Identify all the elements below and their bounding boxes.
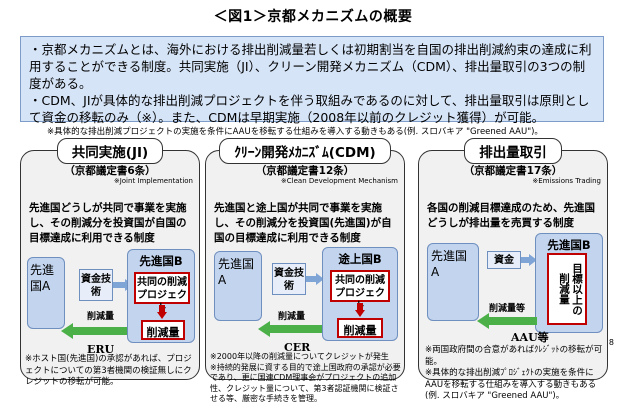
cdm-country-a-label: 先進国A <box>218 257 255 287</box>
et-credit: AAU等 <box>511 331 549 344</box>
ji-reduction: 削減量 <box>141 320 185 340</box>
et-arrow-credit <box>477 313 537 329</box>
ji-country-a: 先進国A <box>27 257 65 329</box>
cdm-country-a: 先進国A <box>214 251 262 321</box>
ji-country-b-label: 先進国B <box>139 254 183 268</box>
page-number: 8 <box>608 338 614 347</box>
cdm-project: 共同の削減プロジェクト <box>330 270 390 312</box>
cdm-subtitle: （京都議定書12条） <box>255 165 355 177</box>
cdm-english: ※Clean Development Mechanism <box>280 177 398 185</box>
et-english: ※Emissions Trading <box>532 177 601 185</box>
ji-subtitle: （京都議定書6条） <box>64 165 156 177</box>
cdm-arrow-fund <box>306 273 324 285</box>
ji-description: 先進国どうしが共同で事業を実施し、その削減分を投資国が自国の目標達成に利用できる… <box>29 202 187 244</box>
ji-panel: 共同実施(JI) （京都議定書6条） ※Joint Implementation… <box>20 138 200 387</box>
et-fund: 資金 <box>487 251 521 269</box>
et-arrow-label: 削減量等 <box>489 304 526 314</box>
cdm-reduction: 削減量 <box>337 318 383 338</box>
et-country-a: 先進国A <box>427 243 479 321</box>
ji-fund-tech: 資金技術 <box>79 269 113 301</box>
et-country-a-label: 先進国A <box>431 249 468 279</box>
et-note: ※両国政府間の合意があればｸﾚｼﾞｯﾄの移転が可能。※具体的な排出削減ﾌﾟﾛｼﾞ… <box>425 345 603 401</box>
ji-note: ※ホスト国(先進国)の承認があれば、プロジェクトについての第3者機関の検証無しに… <box>25 354 192 387</box>
cdm-title: ｸﾘｰﾝ開発ﾒｶﾆｽﾞﾑ(CDM) <box>219 138 391 164</box>
ji-title: 共同実施(JI) <box>56 138 164 164</box>
intro-line-2: ・CDM、JIが具体的な排出削減プロジェクトを伴う取組みであるのに対して、排出量… <box>29 93 590 125</box>
page-title: ＜図1＞京都メカニズムの概要 <box>213 9 413 25</box>
et-title: 排出量取引 <box>464 138 562 164</box>
cdm-arrow-credit <box>258 321 322 337</box>
et-country-b: 先進国B <box>535 233 603 333</box>
et-panel: 排出量取引 （京都議定書17条） ※Emissions Trading 各国の削… <box>418 138 608 401</box>
intro-box: ・京都メカニズムとは、海外における排出削減量若しくは初期割当を自国の排出削減約束… <box>20 36 604 137</box>
ji-credit: ERU <box>87 343 115 356</box>
cdm-arrow-label: 削減量 <box>278 312 306 322</box>
intro-line-1: ・京都メカニズムとは、海外における排出削減量若しくは初期割当を自国の排出削減約束… <box>29 42 592 91</box>
cdm-note: ※2000年以降の削減量についてクレジットが発生※持続的発展に資する目的で途上国… <box>210 352 401 403</box>
cdm-credit: CER <box>284 341 311 354</box>
cdm-fund-tech: 資金技術 <box>272 263 306 295</box>
ji-project: 共同の削減プロジェクト <box>134 272 190 314</box>
ji-english: ※Joint Implementation <box>113 177 193 185</box>
et-target-reduction: 目標以上の削減量 <box>547 253 587 325</box>
cdm-arrow-down <box>355 303 365 317</box>
et-description: 各国の削減目標達成のため、先進国どうしが排出量を売買する制度 <box>427 202 595 229</box>
cdm-panel: ｸﾘｰﾝ開発ﾒｶﾆｽﾞﾑ(CDM) （京都議定書12条） ※Clean Deve… <box>205 138 405 403</box>
ji-arrow-label: 削減量 <box>87 312 115 322</box>
cdm-description: 先進国と途上国が共同で事業を実施し、その削減分を投資国(先進国)が自国の目標達成… <box>214 202 392 244</box>
et-arrow-fund <box>521 254 537 266</box>
ji-arrow-down <box>157 305 167 319</box>
ji-arrow-credit <box>61 323 127 339</box>
et-country-b-label: 先進国B <box>547 238 591 252</box>
cdm-country-b-label: 途上国B <box>338 252 382 266</box>
intro-note: ※具体的な排出削減プロジェクトの実施を条件にAAUを移転する仕組みを導入する動き… <box>47 127 543 137</box>
et-subtitle: （京都議定書17条） <box>463 165 563 177</box>
ji-country-a-label: 先進国A <box>30 263 55 293</box>
